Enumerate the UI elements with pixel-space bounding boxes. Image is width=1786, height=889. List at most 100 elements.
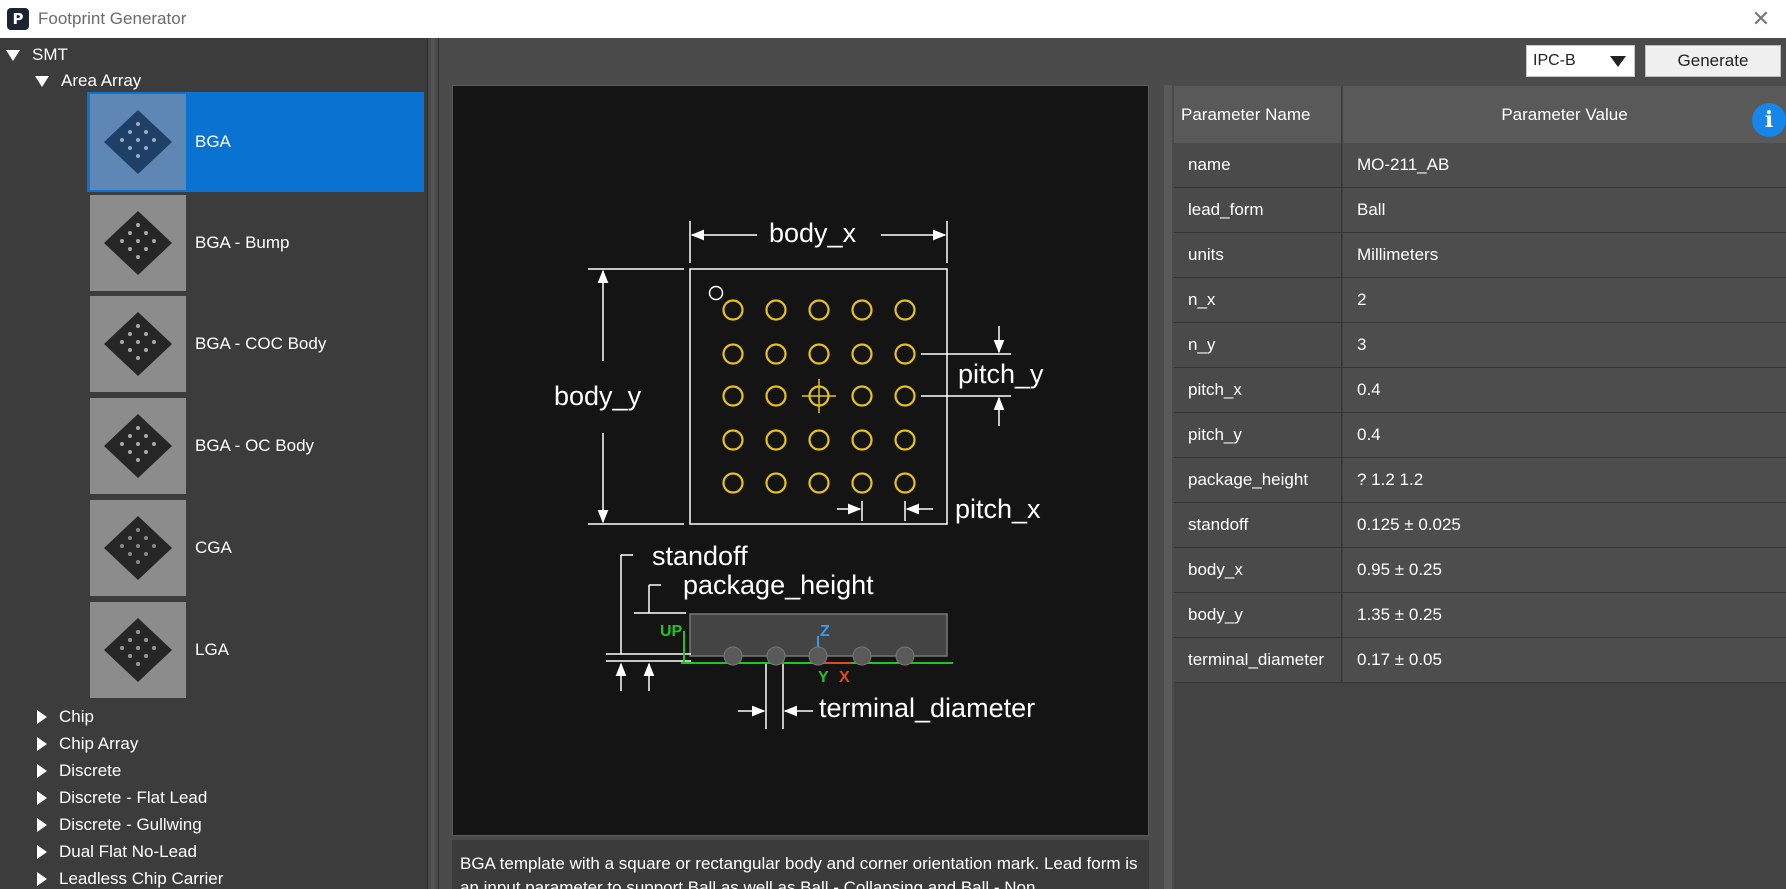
param-name-cell: package_height <box>1174 458 1342 502</box>
column-header-value[interactable]: Parameter Value i <box>1343 86 1786 143</box>
chevron-down-icon <box>1610 56 1626 67</box>
ball-pad <box>722 385 744 407</box>
param-value-cell[interactable]: 0.4 <box>1343 413 1786 457</box>
column-header-value-label: Parameter Value <box>1501 104 1628 124</box>
param-value-cell[interactable]: Ball <box>1343 188 1786 232</box>
bga-dimension-diagram: body_x body_y pitch_y pitch_x standoff p… <box>554 218 1044 729</box>
tree-node-area-array[interactable]: Area Array <box>35 68 141 94</box>
param-value-cell[interactable]: ? 1.2 1.2 <box>1343 458 1786 502</box>
ball-pad <box>765 429 787 451</box>
tree-node-label: Chip Array <box>59 734 139 753</box>
body-y-label: body_y <box>554 381 642 411</box>
collapsed-arrow-icon[interactable] <box>37 710 47 724</box>
tree-node-chip-array[interactable]: Chip Array <box>37 731 138 757</box>
expanded-arrow-icon[interactable] <box>6 49 20 61</box>
ball-pad <box>722 429 744 451</box>
tree-item-cga[interactable]: CGA <box>87 498 424 598</box>
ball-pad <box>808 343 830 365</box>
param-name-cell: pitch_x <box>1174 368 1342 412</box>
vertical-splitter[interactable] <box>1164 85 1172 889</box>
collapsed-arrow-icon[interactable] <box>37 845 47 859</box>
param-name-cell: standoff <box>1174 503 1342 547</box>
param-name-cell: n_y <box>1174 323 1342 367</box>
standoff-label: standoff <box>652 541 748 571</box>
param-value-cell[interactable]: Millimeters <box>1343 233 1786 277</box>
info-icon[interactable]: i <box>1752 103 1786 137</box>
param-value-cell[interactable]: 0.125 ± 0.025 <box>1343 503 1786 547</box>
ball-pad <box>851 343 873 365</box>
pitch-y-label: pitch_y <box>958 359 1044 389</box>
table-row[interactable]: package_height? 1.2 1.2 <box>1174 458 1786 503</box>
tree-item-label: BGA - COC Body <box>195 334 327 353</box>
ball-pad <box>808 299 830 321</box>
param-value-cell[interactable]: 3 <box>1343 323 1786 367</box>
package-height-label: package_height <box>683 570 874 600</box>
cga-thumbnail-icon <box>90 500 186 596</box>
collapsed-arrow-icon[interactable] <box>37 764 47 778</box>
ball-pad <box>894 299 916 321</box>
param-value-cell[interactable]: 0.95 ± 0.25 <box>1343 548 1786 592</box>
param-value-cell[interactable]: 2 <box>1343 278 1786 322</box>
center-crosshair-icon <box>802 379 836 413</box>
tree-node-label: Discrete - Flat Lead <box>59 788 208 807</box>
ball-pad <box>894 385 916 407</box>
tree-node-dual-flat-no-lead[interactable]: Dual Flat No-Lead <box>37 839 197 865</box>
tree-item-bga-coc-body[interactable]: BGA - COC Body <box>87 294 424 394</box>
density-select-value: IPC-B <box>1533 52 1576 69</box>
tree-item-label: LGA <box>195 640 230 659</box>
expanded-arrow-icon[interactable] <box>35 75 49 87</box>
ball-pad <box>765 299 787 321</box>
axis-z-label: Z <box>820 623 830 640</box>
tree-item-lga[interactable]: LGA <box>87 600 424 700</box>
title-bar: P Footprint Generator ✕ <box>0 0 1786 38</box>
tree-item-label: BGA <box>195 132 231 151</box>
tree-item-bga-oc-body[interactable]: BGA - OC Body <box>87 396 424 496</box>
tree-node-discrete-flat-lead[interactable]: Discrete - Flat Lead <box>37 785 207 811</box>
bga-oc-thumbnail-icon <box>90 398 186 494</box>
param-value-cell[interactable]: 0.4 <box>1343 368 1786 412</box>
density-select[interactable]: IPC-B <box>1526 45 1635 77</box>
collapsed-arrow-icon[interactable] <box>37 791 47 805</box>
collapsed-arrow-icon[interactable] <box>37 818 47 832</box>
tree-node-label: Discrete <box>59 761 122 780</box>
lga-thumbnail-icon <box>90 602 186 698</box>
ball-pad <box>722 343 744 365</box>
tree-node-discrete[interactable]: Discrete <box>37 758 121 784</box>
tree-node-label: Chip <box>59 707 94 726</box>
tree-node-label: Discrete - Gullwing <box>59 815 202 834</box>
param-value-cell[interactable]: 0.17 ± 0.05 <box>1343 638 1786 682</box>
tree-node-label: Dual Flat No-Lead <box>59 842 197 861</box>
ball-pad <box>808 472 830 494</box>
panel-splitter[interactable] <box>427 38 439 889</box>
param-name-cell: body_x <box>1174 548 1342 592</box>
ball-pad <box>808 429 830 451</box>
generate-button[interactable]: Generate <box>1645 45 1781 77</box>
tree-node-smt[interactable]: SMT <box>6 42 68 68</box>
collapsed-arrow-icon[interactable] <box>37 737 47 751</box>
column-header-name[interactable]: Parameter Name <box>1174 86 1342 143</box>
tree-node-leadless-chip-carrier[interactable]: Leadless Chip Carrier <box>37 866 223 889</box>
tree-node-chip[interactable]: Chip <box>37 704 94 730</box>
ball-pad <box>894 429 916 451</box>
close-button[interactable]: ✕ <box>1751 6 1771 31</box>
ball-pad <box>765 385 787 407</box>
param-value-cell[interactable]: 1.35 ± 0.25 <box>1343 593 1786 637</box>
param-value-cell[interactable]: MO-211_AB <box>1343 143 1786 187</box>
param-name-cell: terminal_diameter <box>1174 638 1342 682</box>
tree-item-bga-bump[interactable]: BGA - Bump <box>87 193 424 293</box>
collapsed-arrow-icon[interactable] <box>37 872 47 886</box>
ball-pad <box>894 343 916 365</box>
tree-item-bga[interactable]: BGA <box>87 92 424 192</box>
tree-node-discrete-gullwing[interactable]: Discrete - Gullwing <box>37 812 202 838</box>
